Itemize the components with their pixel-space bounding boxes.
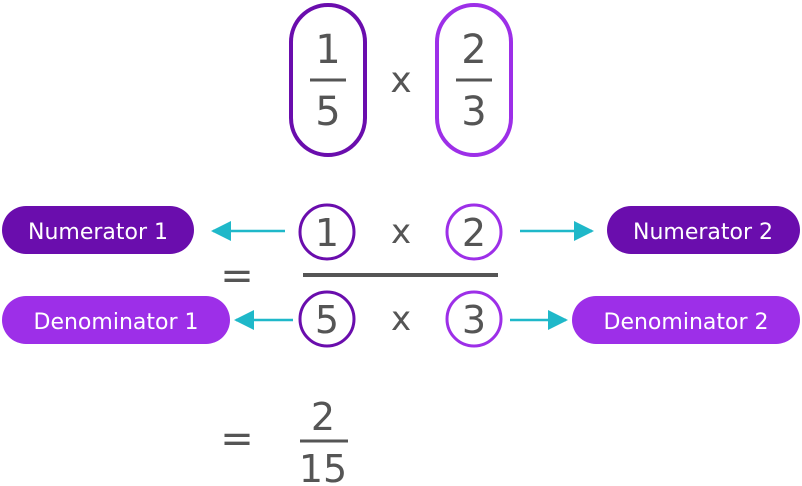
label-pill-numerator1: Numerator 1: [2, 206, 194, 254]
label-pill-numerator2: Numerator 2: [607, 206, 800, 254]
denominator2-value: 3: [462, 298, 486, 342]
numerator2-value: 2: [462, 211, 486, 255]
result-expression: = 2 15: [220, 395, 348, 486]
label-numerator2: Numerator 2: [633, 220, 773, 245]
numerator-multiply-operator: x: [391, 212, 411, 252]
fraction1-denominator: 5: [315, 89, 340, 135]
denominator1-circle: [298, 290, 356, 348]
middle-equals-sign: =: [220, 253, 254, 299]
denominator-multiply-operator: x: [391, 299, 411, 339]
fraction1-numerator: 1: [315, 27, 340, 73]
expanded-expression: = 1 x 2 5 x 3: [220, 203, 503, 348]
fraction2-numerator: 2: [461, 27, 486, 73]
label-denominator2: Denominator 2: [604, 310, 769, 335]
numerator1-value: 1: [315, 211, 339, 255]
top-expression: 1 5 x 2 3: [289, 3, 513, 157]
label-pill-denominator1: Denominator 1: [2, 296, 230, 344]
pointer-arrows: [211, 221, 594, 330]
fraction2-outline: [435, 3, 513, 157]
result-denominator: 15: [299, 447, 347, 486]
top-multiply-operator: x: [390, 60, 411, 101]
result-numerator: 2: [311, 395, 335, 439]
numerator2-circle: [445, 203, 503, 261]
result-equals-sign: =: [220, 416, 254, 462]
label-denominator1: Denominator 1: [34, 310, 199, 335]
numerator1-circle: [298, 203, 356, 261]
fraction1-outline: [289, 3, 367, 157]
denominator2-circle: [445, 290, 503, 348]
label-numerator1: Numerator 1: [28, 220, 168, 245]
fraction2-denominator: 3: [461, 89, 486, 135]
label-pill-denominator2: Denominator 2: [572, 296, 800, 344]
denominator1-value: 5: [315, 298, 339, 342]
